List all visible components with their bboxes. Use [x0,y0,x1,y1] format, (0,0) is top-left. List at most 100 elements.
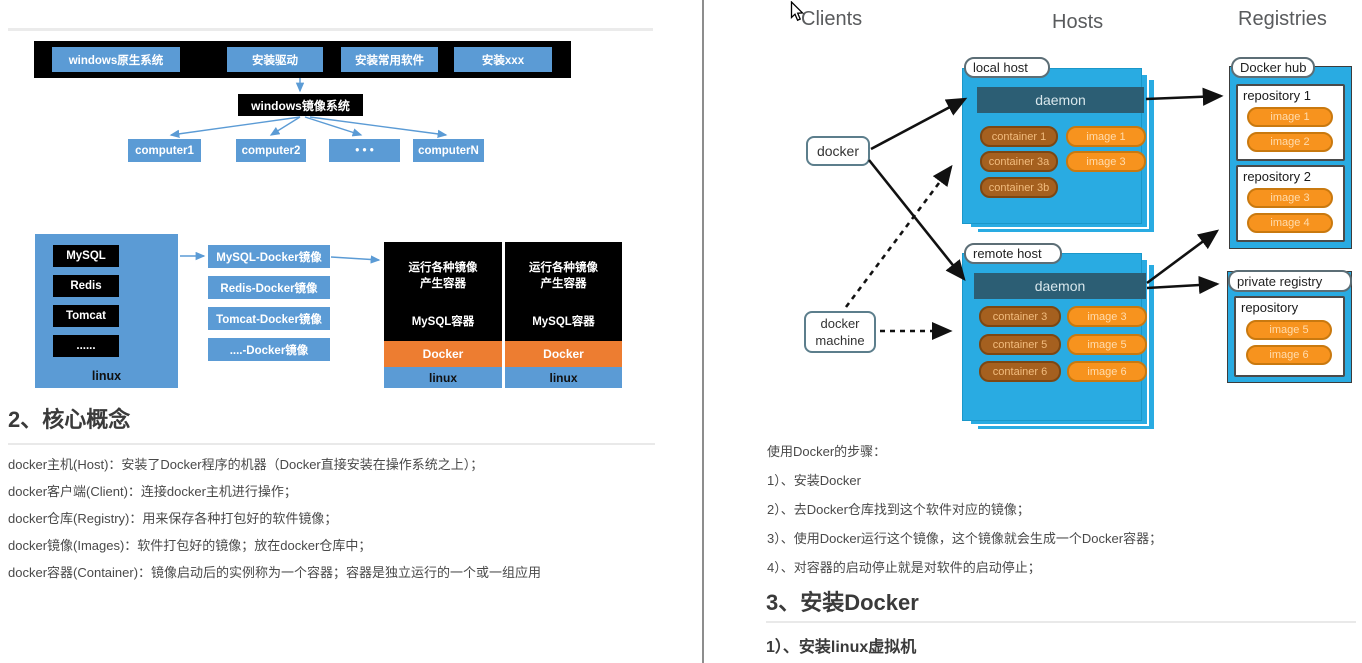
docker-engine-bar: Docker [505,341,622,367]
pill-text: image 1 [1086,130,1126,143]
pill-text: image 2 [1270,136,1310,148]
box-label: 安装常用软件 [355,54,424,67]
box-label: windows镜像系统 [251,98,350,113]
result-sub: MySQL容器 [532,316,595,328]
column-header-registries: Registries [1238,8,1327,30]
windows-native-box: windows原生系统 [52,47,180,72]
redis-box: Redis [53,275,119,297]
image-pill: image 3 [1066,151,1146,172]
container-pill: container 3 [979,306,1061,327]
linux-os-bar: linux [384,367,502,388]
column-header-hosts: Hosts [1052,11,1104,33]
box-label: MySQL-Docker镜像 [216,251,322,264]
box-label: Tomcat [65,310,107,322]
box-label: MySQL [66,250,106,262]
pill-text: container 3 [992,310,1048,323]
daemon-label: daemon [1034,278,1086,294]
result-line1: 运行各种镜像 [408,262,478,274]
client-label-line2: machine [815,333,865,348]
docker-engine-bar: Docker [384,341,502,367]
box-label: Redis-Docker镜像 [220,282,318,295]
engine-label: Docker [422,347,464,361]
container-pill: container 3b [980,177,1058,198]
subsection-heading-install-linux-vm: 1）、安装linux虚拟机 [766,639,917,656]
paragraph-registry: docker仓库(Registry)：用来保存各种打包好的软件镜像； [8,511,338,526]
image-pill: image 5 [1246,320,1332,340]
tomcat-box: Tomcat [53,305,119,327]
paragraph-client: docker客户端(Client)：连接docker主机进行操作； [8,484,297,499]
windows-image-box: windows镜像系统 [238,94,363,116]
linux-os-bar: linux [505,367,622,388]
container-pill: container 5 [979,334,1061,355]
repository-1-name: repository 1 [1243,88,1311,103]
result-sub: MySQL容器 [411,316,475,328]
pill-text: image 3 [1086,155,1126,168]
box-label: ...... [76,340,96,352]
install-driver-box: 安装驱动 [227,47,323,72]
box-label: Redis [70,280,102,292]
local-daemon-bar: daemon [977,87,1144,113]
docker-machine-box: docker machine [804,311,876,353]
os-label: linux [91,369,122,383]
image-pill: image 3 [1247,188,1333,208]
computer-ellipsis-box: • • • [329,139,400,162]
engine-label: Docker [543,347,584,361]
pill-text: image 1 [1270,111,1310,123]
result-box-text: 运行各种镜像 产生容器 MySQL容器 [505,242,622,341]
docker-hub-label: Docker hub [1231,57,1315,78]
paragraph-host: docker主机(Host)：安装了Docker程序的机器（Docker直接安装… [8,457,484,472]
daemon-label: daemon [1035,92,1086,108]
box-label: ....-Docker镜像 [229,344,309,357]
ellipsis-image-box: ....-Docker镜像 [208,338,330,361]
image-pill: image 2 [1247,132,1333,152]
heading-rule [8,443,655,445]
redis-image-box: Redis-Docker镜像 [208,276,330,299]
client-label-line1: docker [820,316,860,331]
pill-text: container 3a [988,155,1050,168]
pill-text: Docker hub [1240,60,1307,75]
local-host-label: local host [964,57,1050,78]
box-label: computer1 [135,144,194,157]
private-registry-label: private registry [1228,270,1352,292]
container-result-box-1: 运行各种镜像 产生容器 MySQL容器 Docker linux [384,242,502,388]
step-2: 2）、去Docker仓库找到这个软件对应的镜像； [767,502,1030,517]
box-label: computer2 [241,144,301,157]
image-pill: image 1 [1066,126,1146,147]
computer2-box: computer2 [236,139,306,162]
pill-text: private registry [1237,273,1323,289]
pill-text: container 5 [992,338,1048,351]
mysql-image-box: MySQL-Docker镜像 [208,245,330,268]
computerN-box: computerN [413,139,484,162]
result-box-text: 运行各种镜像 产生容器 MySQL容器 [384,242,502,341]
paragraph-images: docker镜像(Images)：软件打包好的镜像；放在docker仓库中； [8,538,372,553]
result-line2: 产生容器 [540,278,587,290]
column-header-clients: Clients [801,8,863,30]
paragraph-container: docker容器(Container)：镜像启动后的实例称为一个容器；容器是独立… [8,565,542,580]
os-label: linux [549,370,578,385]
box-label: computerN [418,144,479,157]
container-result-box-2: 运行各种镜像 产生容器 MySQL容器 Docker linux [505,242,622,388]
box-label: Tomcat-Docker镜像 [216,313,322,326]
repository-2-name: repository 2 [1243,169,1311,184]
step-1: 1）、安装Docker [767,473,861,488]
pill-text: image 6 [1269,349,1309,361]
heading-rule [766,621,1356,623]
pill-text: image 3 [1087,310,1127,323]
install-xxx-box: 安装xxx [454,47,552,72]
pill-text: local host [973,60,1028,75]
result-line1: 运行各种镜像 [529,262,598,274]
step-3: 3）、使用Docker运行这个镜像，这个镜像就会生成一个Docker容器； [767,531,1163,546]
box-label: 安装驱动 [252,54,298,67]
result-line2: 产生容器 [420,278,466,290]
pill-text: container 1 [991,130,1047,143]
client-label: docker [816,142,860,159]
os-label: linux [428,370,457,385]
image-pill: image 6 [1246,345,1332,365]
image-pill: image 4 [1247,213,1333,233]
section-heading-core-concepts: 2、核心概念 [8,407,131,432]
pill-text: remote host [973,246,1042,261]
install-software-box: 安装常用软件 [341,47,438,72]
remote-host-label: remote host [964,243,1062,264]
column-divider [702,0,704,663]
